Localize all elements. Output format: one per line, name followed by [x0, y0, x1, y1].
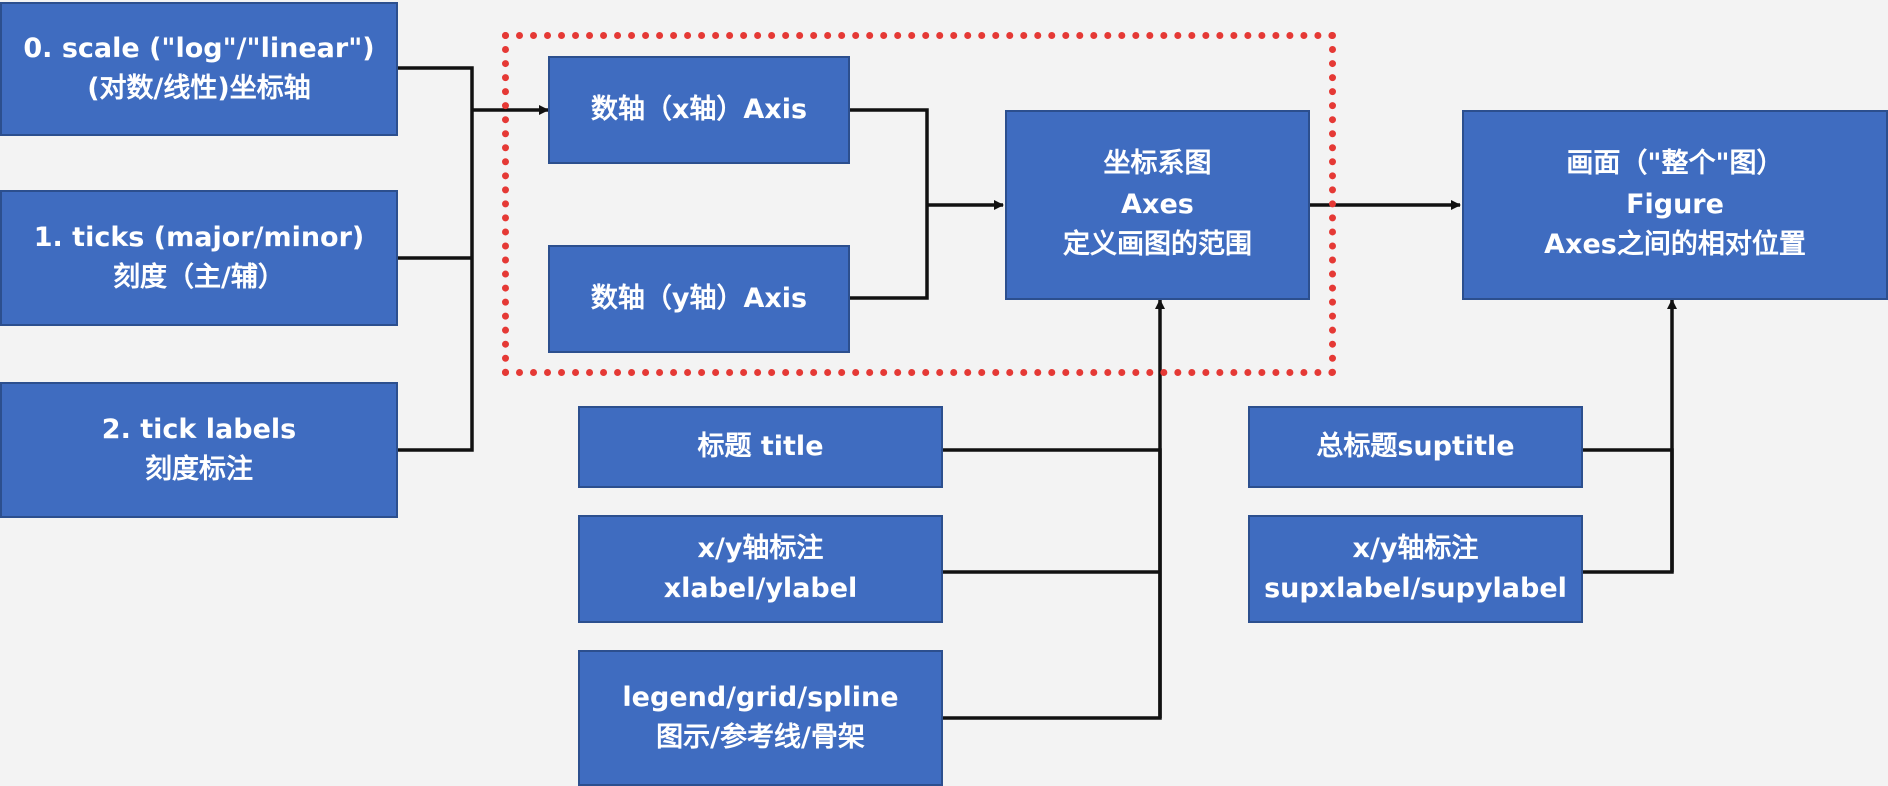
- y-axis-box-label: 数轴（y轴）Axis: [590, 282, 808, 314]
- sup-axis-label-box-line1: x/y轴标注: [1352, 532, 1479, 564]
- title-box: 标题 title: [578, 406, 943, 488]
- tick-labels-box-line1: 2. tick labels: [101, 413, 297, 445]
- legend-box-line1: legend/grid/spline: [622, 681, 899, 713]
- legend-grid-spline-box: legend/grid/spline 图示/参考线/骨架: [578, 650, 943, 786]
- sup-axis-label-box-line2: supxlabel/supylabel: [1264, 573, 1567, 604]
- scale-box: 0. scale ("log"/"linear") (对数/线性)坐标轴: [0, 2, 398, 136]
- figure-box-line2: Figure: [1626, 188, 1724, 220]
- axis-label-box: x/y轴标注 xlabel/ylabel: [578, 515, 943, 623]
- axes-box-line1: 坐标系图: [1103, 148, 1212, 180]
- axis-label-box-line1: x/y轴标注: [697, 532, 824, 564]
- figure-inputs-bus: [1583, 448, 1674, 574]
- legend-box-line2: 图示/参考线/骨架: [656, 722, 865, 753]
- axis-label-box-line2: xlabel/ylabel: [663, 573, 858, 604]
- suptitle-box: 总标题suptitle: [1248, 406, 1583, 488]
- scale-box-line1: 0. scale ("log"/"linear"): [23, 32, 375, 64]
- axes-box-line2: Axes: [1121, 188, 1194, 220]
- axis-axes-highlight-frame: [502, 32, 1336, 376]
- axes-box-line3: 定义画图的范围: [1063, 229, 1252, 261]
- title-box-label: 标题 title: [697, 430, 824, 462]
- ticks-box-line1: 1. ticks (major/minor): [33, 221, 365, 253]
- x-axis-box: 数轴（x轴）Axis: [548, 56, 850, 164]
- figure-box-line3: Axes之间的相对位置: [1544, 229, 1806, 261]
- figure-box-line1: 画面（"整个"图）: [1566, 148, 1784, 180]
- tick-labels-box-line2: 刻度标注: [145, 454, 253, 485]
- tick-labels-box: 2. tick labels 刻度标注: [0, 382, 398, 518]
- y-axis-box: 数轴（y轴）Axis: [548, 245, 850, 353]
- sup-axis-label-box: x/y轴标注 supxlabel/supylabel: [1248, 515, 1583, 623]
- axes-box: 坐标系图 Axes 定义画图的范围: [1005, 110, 1310, 300]
- ticks-box: 1. ticks (major/minor) 刻度（主/辅）: [0, 190, 398, 326]
- suptitle-box-label: 总标题suptitle: [1316, 430, 1515, 462]
- x-axis-box-label: 数轴（x轴）Axis: [590, 93, 808, 125]
- axes-inputs-bus: [943, 448, 1162, 720]
- figure-box: 画面（"整个"图） Figure Axes之间的相对位置: [1462, 110, 1888, 300]
- ticks-box-line2: 刻度（主/辅）: [113, 262, 285, 293]
- scale-box-line2: (对数/线性)坐标轴: [87, 73, 311, 104]
